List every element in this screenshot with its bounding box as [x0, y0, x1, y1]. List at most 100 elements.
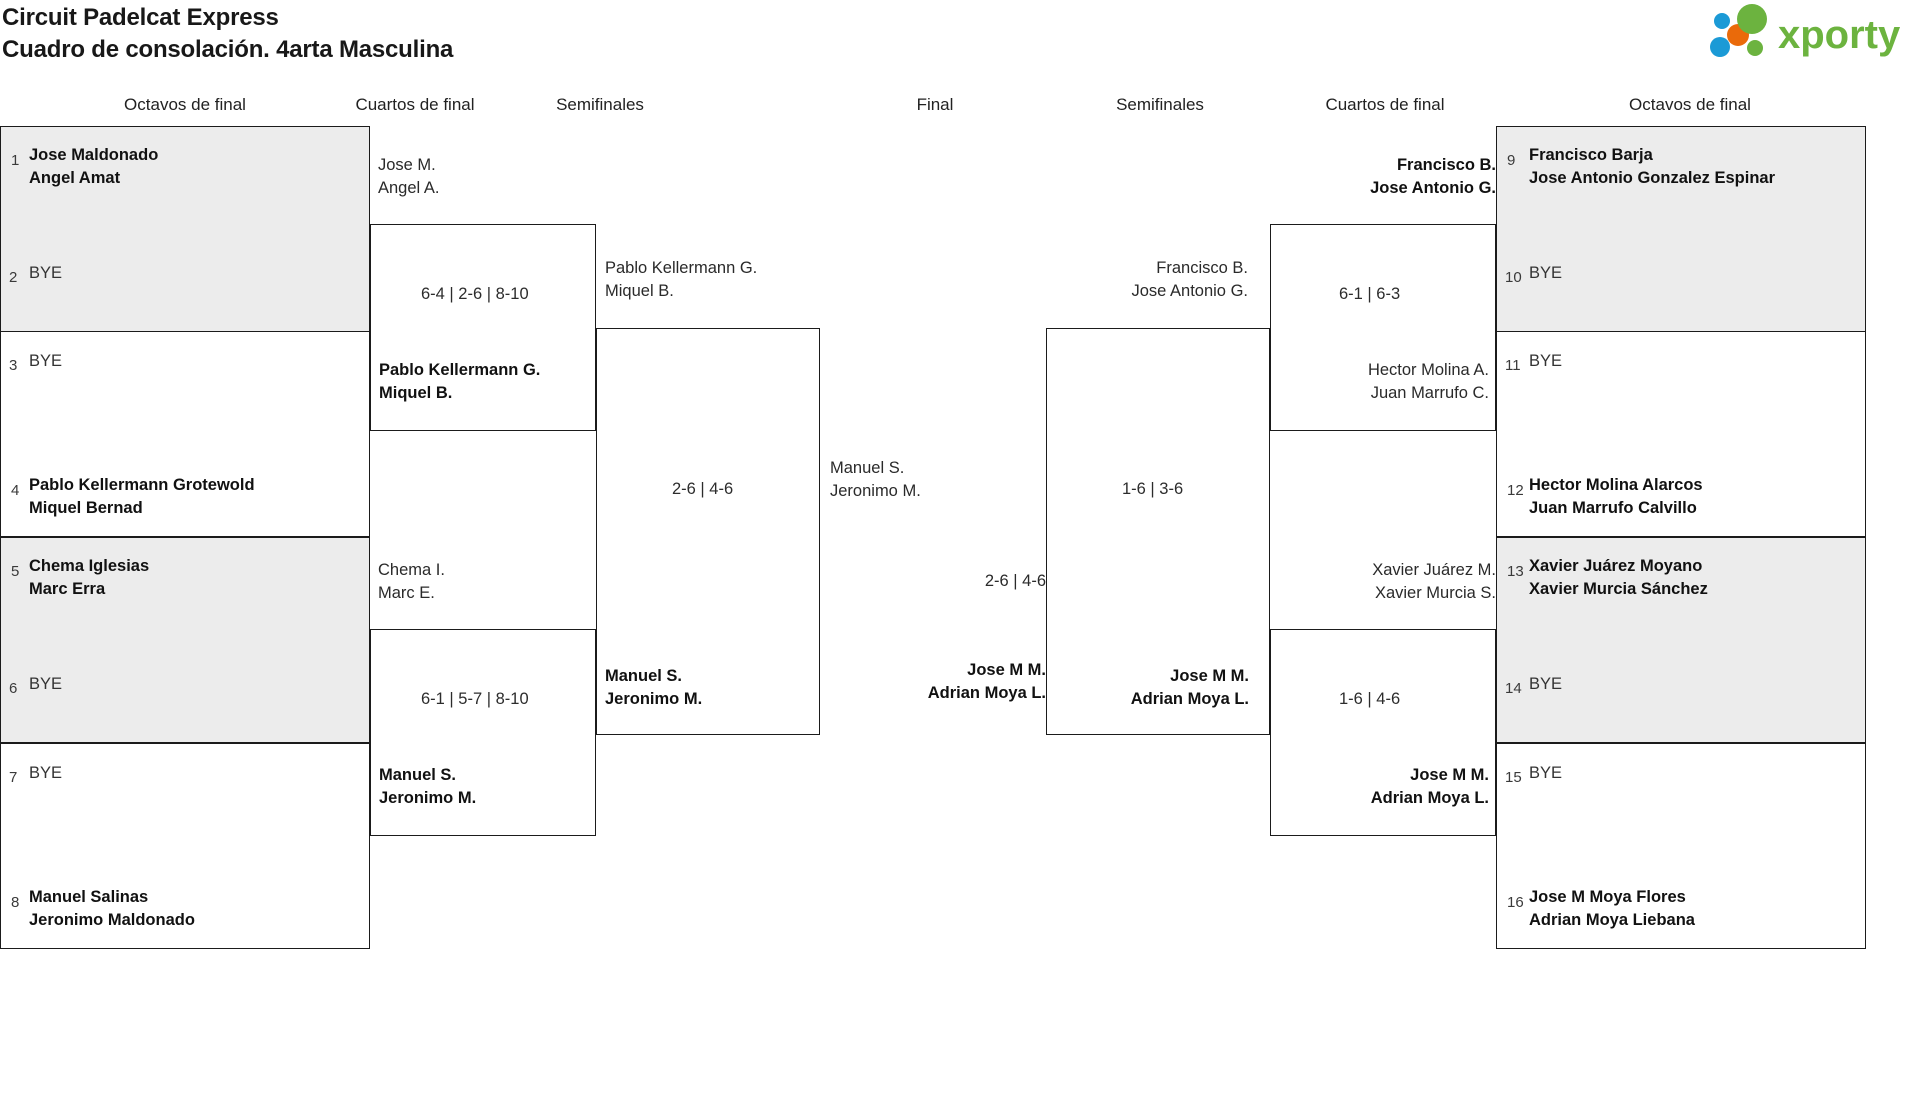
seed-number: 7	[9, 769, 18, 786]
seed-player-1: BYE	[1529, 675, 1563, 693]
seed-number: 13	[1507, 563, 1524, 580]
seed-player-1: BYE	[1529, 264, 1563, 282]
seed-slot-5[interactable]: 5 Chema Iglesias Marc Erra 6 BYE	[0, 537, 370, 743]
seed-slot-3[interactable]: 3 BYE 4 Pablo Kellermann Grotewold Mique…	[0, 331, 370, 537]
round-header-right-qf: Cuartos de final	[1325, 95, 1445, 114]
qf-left-1-score: 6-4 | 2-6 | 8-10	[421, 285, 529, 303]
round-header-left-sf: Semifinales	[556, 95, 644, 114]
seed-player-1: Jose M Moya Flores	[1529, 888, 1686, 906]
qf-left-1-top-player-1: Jose M.	[378, 156, 436, 174]
round-header-left-qf: Cuartos de final	[355, 95, 475, 114]
sf-left-bottom-player-2: Jeronimo M.	[605, 690, 703, 708]
seed-player-2: Marc Erra	[29, 580, 106, 598]
round-header-final: Final	[916, 95, 954, 114]
seed-player-2: Adrian Moya Liebana	[1529, 911, 1695, 929]
sf-right-score: 1-6 | 3-6	[1122, 480, 1184, 498]
qf-left-1-bottom-player-2: Miquel B.	[379, 384, 453, 402]
sf-right-bottom-player-1: Jose M M.	[1170, 667, 1249, 685]
seed-player-1: Xavier Juárez Moyano	[1529, 557, 1703, 575]
qf-left-1-top-player-2: Angel A.	[378, 179, 440, 197]
sf-right-top-player-2: Jose Antonio G.	[1131, 282, 1249, 300]
final-top-player-1: Manuel S.	[830, 459, 905, 477]
seed-player-1: Pablo Kellermann Grotewold	[29, 476, 255, 494]
qf-right-2-bottom-player-2: Adrian Moya L.	[1370, 789, 1489, 807]
logo-wordmark: xporty	[1778, 13, 1901, 57]
sf-left-top-player-1: Pablo Kellermann G.	[605, 259, 758, 277]
round-header-right-sf: Semifinales	[1116, 95, 1204, 114]
sf-left-top-player-2: Miquel B.	[605, 282, 674, 300]
sf-right-bottom-player-2: Adrian Moya L.	[1130, 690, 1249, 708]
seed-slot-11[interactable]: 11 BYE 12 Hector Molina Alarcos Juan Mar…	[1496, 331, 1866, 537]
seed-player-2: Xavier Murcia Sánchez	[1529, 580, 1708, 598]
qf-right-match-1[interactable]: 6-1 | 6-3 Hector Molina A. Juan Marrufo …	[1270, 224, 1496, 431]
sf-left-match[interactable]: 2-6 | 4-6 Manuel S. Jeronimo M.	[596, 328, 820, 735]
qf-left-2-top-player-2: Marc E.	[378, 584, 435, 602]
seed-slot-15[interactable]: 15 BYE 16 Jose M Moya Flores Adrian Moya…	[1496, 743, 1866, 949]
seed-player-1: BYE	[29, 352, 63, 370]
final-bottom-player-1: Jose M M.	[967, 661, 1046, 679]
final-bottom-player-2: Adrian Moya L.	[927, 684, 1046, 702]
seed-player-1: Manuel Salinas	[29, 888, 149, 906]
seed-player-1: BYE	[29, 675, 63, 693]
logo-dots-icon	[1710, 4, 1767, 57]
qf-left-match-1[interactable]: 6-4 | 2-6 | 8-10 Pablo Kellermann G. Miq…	[370, 224, 596, 431]
final-top-player-2: Jeronimo M.	[830, 482, 921, 500]
qf-right-2-top-player-1: Xavier Juárez M.	[1372, 561, 1496, 579]
seed-number: 16	[1507, 894, 1524, 911]
tournament-name: Circuit Padelcat Express	[2, 4, 279, 31]
seed-player-2: Jose Antonio Gonzalez Espinar	[1529, 169, 1776, 187]
seed-number: 5	[11, 563, 20, 580]
qf-left-1-bottom-player-1: Pablo Kellermann G.	[379, 361, 541, 379]
seed-number: 4	[11, 482, 20, 499]
seed-number: 11	[1505, 357, 1521, 374]
seed-slot-7[interactable]: 7 BYE 8 Manuel Salinas Jeronimo Maldonad…	[0, 743, 370, 949]
seed-slot-1[interactable]: 1 Jose Maldonado Angel Amat 2 BYE	[0, 126, 370, 332]
seed-player-1: Jose Maldonado	[29, 146, 159, 164]
seed-number: 9	[1507, 152, 1516, 169]
seed-player-1: BYE	[1529, 352, 1563, 370]
seed-number: 10	[1505, 269, 1522, 286]
seed-player-1: BYE	[29, 764, 63, 782]
qf-right-1-top-player-1: Francisco B.	[1396, 156, 1496, 174]
qf-left-2-score: 6-1 | 5-7 | 8-10	[421, 690, 529, 708]
seed-number: 3	[9, 357, 18, 374]
seed-player-1: Hector Molina Alarcos	[1529, 476, 1703, 494]
seed-number: 12	[1507, 482, 1524, 499]
round-header-left-r16: Octavos de final	[124, 95, 246, 114]
seed-player-2: Angel Amat	[29, 169, 121, 187]
final-score: 2-6 | 4-6	[984, 572, 1046, 590]
seed-player-1: Chema Iglesias	[29, 557, 150, 575]
seed-player-2: Juan Marrufo Calvillo	[1529, 499, 1697, 517]
qf-left-match-2[interactable]: 6-1 | 5-7 | 8-10 Manuel S. Jeronimo M.	[370, 629, 596, 836]
seed-number: 1	[11, 152, 20, 169]
bracket-subtitle: Cuadro de consolación. 4arta Masculina	[2, 36, 454, 63]
qf-right-2-bottom-player-1: Jose M M.	[1410, 766, 1489, 784]
round-header-right-r16: Octavos de final	[1629, 95, 1751, 114]
qf-right-match-2[interactable]: 1-6 | 4-6 Jose M M. Adrian Moya L.	[1270, 629, 1496, 836]
seed-number: 15	[1505, 769, 1522, 786]
xporty-logo[interactable]: xporty	[1710, 4, 1910, 62]
seed-slot-13[interactable]: 13 Xavier Juárez Moyano Xavier Murcia Sá…	[1496, 537, 1866, 743]
qf-right-1-score: 6-1 | 6-3	[1339, 285, 1401, 303]
sf-right-match[interactable]: 1-6 | 3-6 Jose M M. Adrian Moya L.	[1046, 328, 1270, 735]
qf-left-2-bottom-player-1: Manuel S.	[379, 766, 457, 784]
seed-player-1: Francisco Barja	[1529, 146, 1653, 164]
sf-left-score: 2-6 | 4-6	[672, 480, 734, 498]
qf-right-1-bottom-player-1: Hector Molina A.	[1367, 361, 1489, 379]
seed-player-2: Jeronimo Maldonado	[29, 911, 195, 929]
seed-number: 14	[1505, 680, 1522, 697]
seed-number: 2	[9, 269, 18, 286]
seed-slot-9[interactable]: 9 Francisco Barja Jose Antonio Gonzalez …	[1496, 126, 1866, 332]
seed-number: 6	[9, 680, 18, 697]
qf-left-2-top-player-1: Chema I.	[378, 561, 445, 579]
qf-right-1-bottom-player-2: Juan Marrufo C.	[1370, 384, 1489, 402]
seed-player-2: Miquel Bernad	[29, 499, 143, 517]
qf-right-1-top-player-2: Jose Antonio G.	[1370, 179, 1496, 197]
sf-left-bottom-player-1: Manuel S.	[605, 667, 683, 685]
sf-right-top-player-1: Francisco B.	[1156, 259, 1248, 277]
seed-player-1: BYE	[1529, 764, 1563, 782]
qf-left-2-bottom-player-2: Jeronimo M.	[379, 789, 477, 807]
page-title: Circuit Padelcat Express Cuadro de conso…	[2, 2, 453, 66]
seed-player-1: BYE	[29, 264, 63, 282]
